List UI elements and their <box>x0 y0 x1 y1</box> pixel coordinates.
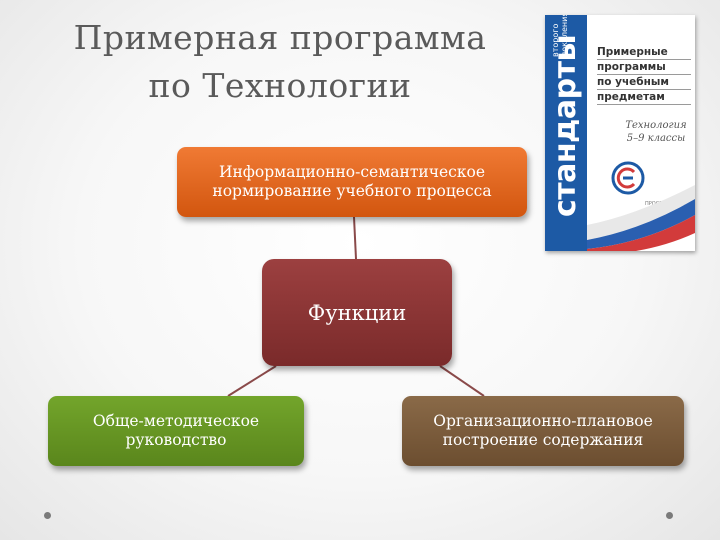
node-center-label: Функции <box>307 300 407 325</box>
book-title: Примерные программы по учебным предметам <box>597 45 691 105</box>
book-subject: Технология 5–9 классы <box>621 119 691 145</box>
book-spine-subtext-1: второго <box>551 23 560 57</box>
book-spine-subtext: второго поколения <box>551 15 577 57</box>
book-title-line-1: Примерные <box>597 45 691 60</box>
node-top-line-1: Информационно-семантическое <box>218 163 486 181</box>
connector-right <box>439 365 485 397</box>
node-left-line-2: руководство <box>125 431 227 449</box>
node-left-line-1: Обще-методическое <box>92 412 260 430</box>
node-right-line-1: Организационно-плановое <box>433 412 653 430</box>
book-spine-subtext-2: поколения <box>560 15 569 57</box>
book-title-line-4: предметам <box>597 90 691 105</box>
book-spine-text: стандарты <box>548 34 583 217</box>
slide-title: Примерная программа по Технологии <box>40 14 520 110</box>
book-title-line-3: по учебным <box>597 75 691 90</box>
slide-bullet-dot-right <box>666 512 673 519</box>
book-title-line-2: программы <box>597 60 691 75</box>
connector-left <box>227 365 277 397</box>
book-cover-image: стандарты второго поколения Примерные пр… <box>545 15 695 251</box>
book-subject-name: Технология <box>625 120 687 131</box>
node-semantic-normalization: Информационно-семантическое нормирование… <box>177 147 527 217</box>
book-flag-stripes <box>587 185 695 251</box>
slide-title-line-2: по Технологии <box>148 66 412 105</box>
standards-logo-icon <box>611 161 645 195</box>
slide-bullet-dot-left <box>44 512 51 519</box>
node-methodical-guidance: Обще-методическое руководство <box>48 396 304 466</box>
book-spine <box>545 15 587 251</box>
node-right-line-2: построение содержания <box>442 431 644 449</box>
book-subject-grades: 5–9 классы <box>626 133 686 144</box>
node-organizational-planning: Организационно-плановое построение содер… <box>402 396 684 466</box>
node-top-line-2: нормирование учебного процесса <box>212 182 492 200</box>
node-functions: Функции <box>262 259 452 366</box>
slide-title-line-1: Примерная программа <box>73 18 487 57</box>
connector-top <box>353 216 357 260</box>
